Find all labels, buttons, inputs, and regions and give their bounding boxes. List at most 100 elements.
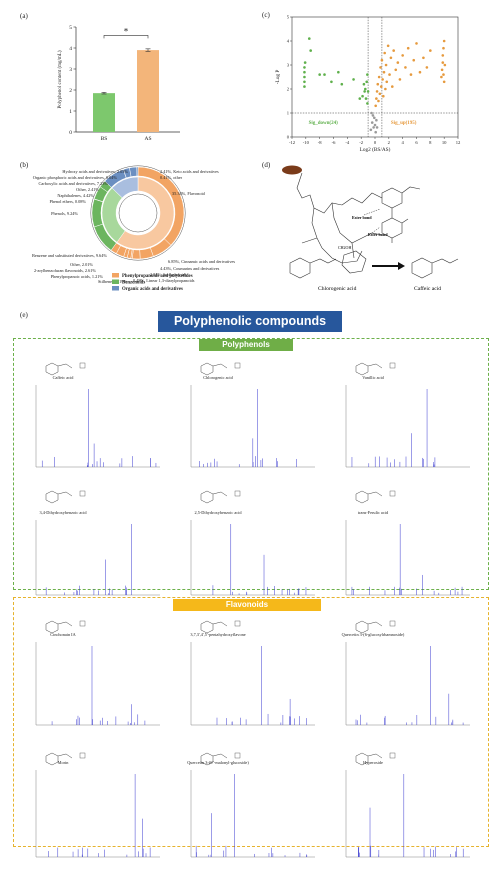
y-tick-label: 1 bbox=[287, 111, 290, 116]
charge-box bbox=[234, 362, 241, 369]
volcano-point bbox=[303, 75, 306, 79]
volcano-point bbox=[412, 58, 416, 62]
compound-structure bbox=[45, 490, 86, 504]
y-tick-label: 2 bbox=[69, 88, 72, 94]
y-axis-label: Polyphenol content (mg/mL) bbox=[58, 50, 63, 108]
charge-box bbox=[234, 490, 241, 497]
compound-name: 2,5-Dihydroxybenzoic acid bbox=[194, 510, 242, 515]
struct-chain bbox=[57, 621, 73, 627]
volcano-point bbox=[401, 54, 404, 57]
flavonoids-box bbox=[13, 597, 489, 847]
y-tick-label: 3 bbox=[287, 63, 290, 68]
volcano-point bbox=[375, 118, 378, 122]
volcano-point bbox=[303, 80, 306, 84]
section-title: Polyphenolic compounds bbox=[158, 311, 342, 332]
compound-name: 3,7,3',4',5'-pentahydroxyflavone bbox=[190, 632, 246, 637]
charge-box bbox=[389, 490, 396, 497]
donut-label: 2.61%, Isoflavonoids bbox=[150, 272, 187, 278]
compound-structure bbox=[200, 362, 241, 376]
donut-label: Phenylpropanoic acids, 1.21% bbox=[51, 274, 104, 280]
charge-box bbox=[389, 620, 396, 627]
compound-name: Morin bbox=[57, 760, 69, 765]
donut-group-ring bbox=[116, 176, 175, 250]
spectrum-svg bbox=[190, 620, 315, 726]
compound-name: trans-Ferulic acid bbox=[357, 510, 389, 515]
compound-name: 3,4-Dihydroxybenzoic acid bbox=[39, 510, 87, 515]
x-tick-label: BS bbox=[101, 136, 108, 142]
x-tick-label: 12 bbox=[456, 140, 461, 145]
volcano-point bbox=[425, 66, 429, 69]
legend-label: Organic acids and derivatives bbox=[122, 287, 183, 292]
panel-b-label: (b) bbox=[20, 161, 29, 169]
compound-name: Quercetin 3-(6-glucosylrhamnoside) bbox=[341, 632, 405, 637]
struct-ring bbox=[355, 620, 369, 634]
struct-chain bbox=[212, 753, 228, 759]
x-tick-label: -4 bbox=[345, 140, 350, 145]
compound-structure bbox=[45, 362, 86, 376]
volcano-point bbox=[394, 68, 398, 72]
compound-name: Cinchonain IA bbox=[50, 632, 76, 637]
struct-ring bbox=[200, 362, 214, 376]
donut-label: 6.85%, Cinnamic acids and derivatives bbox=[168, 259, 235, 265]
volcano-point bbox=[378, 92, 382, 96]
x-tick-label: 8 bbox=[429, 140, 432, 145]
volcano-point bbox=[303, 70, 306, 74]
legend-swatch bbox=[112, 279, 119, 284]
compound-structure bbox=[200, 620, 241, 634]
compound-structure bbox=[200, 490, 241, 504]
struct-chain bbox=[212, 363, 228, 369]
brown-blob bbox=[282, 165, 302, 175]
ester-bond-2: Ester bond bbox=[368, 232, 388, 237]
volcano-point bbox=[379, 66, 382, 69]
struct-ring bbox=[355, 362, 369, 376]
x-tick-label: -12 bbox=[289, 140, 296, 145]
charge-box bbox=[79, 620, 86, 627]
volcano-point bbox=[442, 46, 445, 50]
spectrum-panel: Quercetin 3-(6''-malonyl-glucoside) bbox=[183, 752, 323, 870]
donut-label: Hydroxy acids and derivatives, 2.03% bbox=[62, 169, 128, 175]
structure-diagram: Ester bond Ester bond CH2OH Chlorogenic … bbox=[282, 165, 459, 292]
donut-slice bbox=[136, 166, 139, 177]
struct-ring bbox=[355, 752, 369, 766]
spectrum-svg bbox=[345, 362, 470, 468]
ring-quinic bbox=[341, 250, 367, 274]
panel-e-label: (e) bbox=[20, 311, 28, 319]
x-tick-label: -8 bbox=[318, 140, 323, 145]
volcano-point bbox=[441, 61, 445, 64]
spectrum-svg bbox=[35, 620, 160, 726]
x-tick-label: 6 bbox=[415, 140, 418, 145]
volcano-point bbox=[440, 75, 443, 79]
donut-label: Phenol ethers, 0.08% bbox=[49, 199, 86, 205]
spectrum-panel: trans-Ferulic acid bbox=[338, 490, 478, 608]
donut-label: Carboxylic acids and derivatives, 7.23% bbox=[39, 181, 109, 187]
volcano-point bbox=[441, 54, 445, 57]
volcano-point bbox=[442, 80, 446, 84]
ester-bond-1: Ester bond bbox=[352, 215, 372, 220]
y-tick-label: 1 bbox=[69, 109, 72, 115]
volcano-point bbox=[422, 56, 425, 60]
volcano-point bbox=[415, 42, 418, 45]
spectrum-panel: Morin bbox=[28, 752, 168, 870]
volcano-point bbox=[379, 85, 383, 88]
y-tick-label: 3 bbox=[69, 67, 72, 73]
donut-label: 0.41%, other bbox=[160, 175, 183, 181]
donut-label: Benzene and substituted derivatives, 9.6… bbox=[32, 253, 107, 259]
volcano-point bbox=[440, 68, 444, 72]
volcano-point bbox=[370, 121, 374, 124]
y-tick-label: 0 bbox=[69, 130, 72, 136]
volcano-point bbox=[375, 97, 378, 100]
spectrum-panel: Vanillic acid bbox=[338, 362, 478, 480]
donut-label: 0.48%, Linear 1,3-diarylpropanoids bbox=[133, 278, 195, 284]
compound-structure bbox=[355, 752, 396, 766]
panel-a-label: (a) bbox=[20, 12, 28, 20]
spectrum-svg bbox=[345, 620, 470, 726]
volcano-point bbox=[323, 73, 326, 76]
donut-label: 4.43%, Coumarins and derivatives bbox=[160, 266, 220, 272]
volcano-point bbox=[382, 94, 385, 98]
volcano-point bbox=[366, 102, 369, 105]
x-tick-label: -2 bbox=[359, 140, 364, 145]
volcano-point bbox=[429, 49, 432, 52]
compound-structure bbox=[355, 362, 396, 376]
spectrum-panel: 3,4-Dihydroxybenzoic acid bbox=[28, 490, 168, 608]
